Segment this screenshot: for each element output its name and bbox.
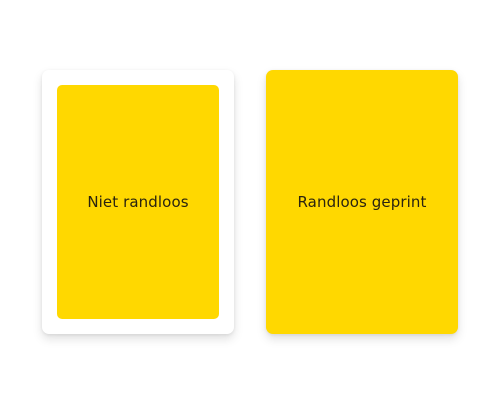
card-not-borderless-print-area: Niet randloos — [57, 85, 219, 319]
card-borderless-label: Randloos geprint — [297, 193, 427, 211]
card-borderless: Randloos geprint — [266, 70, 458, 334]
card-not-borderless: Niet randloos — [42, 70, 234, 334]
card-not-borderless-label: Niet randloos — [87, 193, 189, 211]
